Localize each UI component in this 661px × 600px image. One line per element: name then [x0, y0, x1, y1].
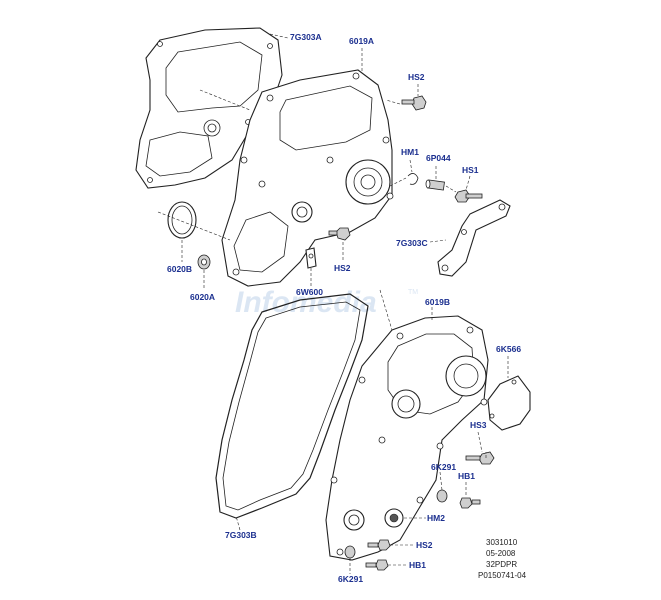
gasket-7g303b [215, 293, 369, 519]
label-hb1-right[interactable]: HB1 [458, 471, 475, 481]
label-6w600[interactable]: 6W600 [296, 287, 323, 297]
reference-line-4: P0150741-04 [478, 571, 527, 580]
gasket-7g303a [135, 27, 283, 189]
label-6k291-right[interactable]: 6K291 [431, 462, 456, 472]
label-hm1[interactable]: HM1 [401, 147, 419, 157]
watermark-tm: TM [408, 289, 418, 296]
label-7g303a[interactable]: 7G303A [290, 32, 322, 42]
o-ring-6020b [167, 201, 197, 239]
washer-6020a [197, 254, 211, 270]
clip-6w600 [305, 247, 317, 269]
label-6020b[interactable]: 6020B [167, 264, 192, 274]
bolt-hs2-bottom [367, 539, 391, 551]
bolt-hs2-top [401, 95, 427, 111]
watermark-text: Infomedia [235, 286, 377, 319]
label-hm2[interactable]: HM2 [427, 513, 445, 523]
label-hs3[interactable]: HS3 [470, 420, 487, 430]
label-6k566[interactable]: 6K566 [496, 344, 521, 354]
cover-plate-6k566 [487, 375, 531, 431]
bracket-7g303c [437, 199, 511, 277]
label-hs2-mid[interactable]: HS2 [334, 263, 351, 273]
reference-line-3: 32PDPR [486, 560, 517, 569]
label-6019a[interactable]: 6019A [349, 36, 374, 46]
bolt-hs2-mid [328, 227, 351, 241]
label-6020a[interactable]: 6020A [190, 292, 215, 302]
label-6p044[interactable]: 6P044 [426, 153, 451, 163]
label-7g303c[interactable]: 7G303C [396, 238, 428, 248]
bolt-hs3 [465, 451, 495, 465]
bolt-hs1 [454, 189, 483, 203]
clip-hm1 [407, 173, 419, 185]
label-hb1-bottom[interactable]: HB1 [409, 560, 426, 570]
reference-line-1: 3031010 [486, 538, 518, 547]
bolt-hb1-right [459, 497, 481, 509]
reference-block: 3031010 05-2008 32PDPR P0150741-04 [478, 538, 527, 580]
label-hs2-top[interactable]: HS2 [408, 72, 425, 82]
label-7g303b[interactable]: 7G303B [225, 530, 257, 540]
bolt-hb1-bottom [365, 559, 389, 571]
leader-lines [157, 33, 509, 574]
label-hs1[interactable]: HS1 [462, 165, 479, 175]
part-labels: 7G303A 6019A HS2 HM1 6P044 HS1 6020B 602… [167, 32, 521, 584]
sleeve-6p044 [425, 179, 445, 191]
reference-line-2: 05-2008 [486, 549, 516, 558]
label-hs2-bottom[interactable]: HS2 [416, 540, 433, 550]
label-6019b[interactable]: 6019B [425, 297, 450, 307]
label-6k291-bottom[interactable]: 6K291 [338, 574, 363, 584]
plug-6k291-bottom [344, 545, 356, 559]
timing-cover-6019b [325, 315, 489, 561]
seal-hm2 [384, 508, 404, 528]
plug-6k291-right [436, 489, 448, 503]
